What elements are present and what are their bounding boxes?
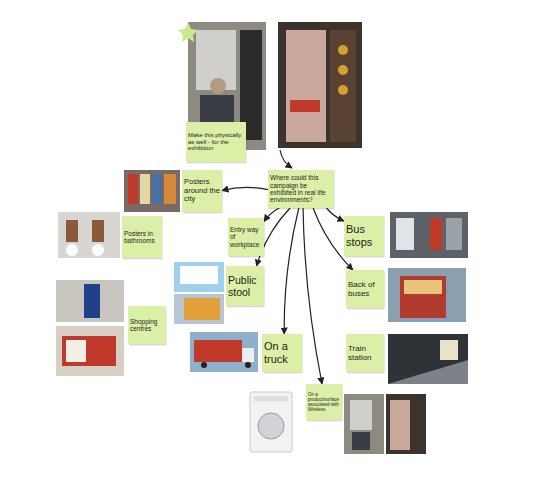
product-photo [344, 394, 384, 454]
bathroom-poster [92, 220, 104, 242]
star-symbol [178, 22, 198, 42]
note-text: Shopping centres [130, 318, 164, 333]
sticky-note: Entry way of workplace [228, 218, 264, 256]
poster-strip [152, 174, 162, 204]
vending-item [338, 45, 348, 55]
note-text: Posters in bathrooms [124, 230, 160, 245]
wall-photo [174, 294, 224, 324]
sticky-note: Bus stops [344, 216, 384, 256]
mall-ad [66, 340, 86, 362]
shelter-ad [430, 218, 442, 250]
truck-photo [190, 332, 258, 372]
station-photo [388, 334, 468, 384]
note-text: Where could this campaign be exhibited i… [270, 174, 332, 204]
mall-screen [84, 284, 100, 318]
sticky-note: Where could this campaign be exhibited i… [268, 170, 334, 208]
station-ad [440, 340, 458, 360]
poster-strip [164, 174, 176, 204]
note-text: On a product/surface associated with Wir… [308, 392, 340, 413]
poster-strip [128, 174, 138, 204]
bus-rear [400, 276, 446, 318]
connector-arrow [303, 208, 322, 384]
vending-poster-text [290, 100, 320, 112]
bathroom-photo [58, 212, 120, 258]
connector-arrow [326, 208, 344, 221]
note-text: Back of buses [348, 280, 382, 298]
truck-cab [242, 348, 254, 362]
note-text: Bus stops [346, 223, 382, 248]
sticky-note: Back of buses [346, 270, 384, 308]
leader-arrow [280, 150, 292, 168]
connector-arrow [264, 208, 279, 221]
urinal [66, 244, 78, 256]
sticky-note: Posters around the city [182, 170, 222, 212]
note-text: Posters around the city [184, 178, 220, 204]
sticky-note: On a product/surface associated with Wir… [306, 384, 342, 420]
bus-stop-photo [390, 212, 468, 258]
note-text: Make this physically as well - for the e… [188, 132, 244, 153]
shelter-panel [396, 218, 414, 250]
note-text: Train station [348, 344, 382, 362]
note-text: Entry way of workplace [230, 226, 262, 248]
note-text: On a truck [264, 340, 300, 365]
connector-arrow [284, 208, 299, 334]
vending-poster [286, 30, 326, 142]
person-head [210, 78, 226, 94]
product-machine [350, 400, 372, 430]
wheel [201, 362, 207, 368]
sticky-note: Public stool [226, 266, 264, 306]
urinal [92, 244, 104, 256]
vending-photo [278, 22, 362, 148]
mall-stand [62, 336, 116, 366]
poster-strip [140, 174, 150, 204]
sticky-note: Shopping centres [128, 306, 166, 344]
billboard [180, 266, 218, 284]
wheel [245, 362, 251, 368]
product-photo [386, 394, 426, 454]
bus-ad [404, 280, 442, 294]
city-poster-photo [124, 170, 180, 212]
bathroom-poster [66, 220, 78, 242]
wall-ad [184, 298, 220, 320]
connector-arrow [222, 187, 268, 190]
billboard-photo [174, 262, 224, 292]
truck-box [194, 340, 242, 362]
bus-photo [388, 268, 466, 322]
vending-side [330, 30, 356, 142]
sticky-note: Make this physically as well - for the e… [186, 122, 246, 162]
vending-item [338, 85, 348, 95]
shelter-panel [446, 218, 462, 250]
sticky-note: Train station [346, 334, 384, 372]
mall-photo [56, 280, 124, 322]
platform [388, 360, 468, 384]
note-text: Public stool [228, 274, 262, 298]
person-shape [352, 432, 370, 450]
vending-item [338, 65, 348, 75]
product-poster [390, 400, 410, 450]
sticky-note: On a truck [262, 334, 302, 372]
machine-door [258, 413, 284, 439]
mall-photo [56, 326, 124, 376]
machine-panel [254, 396, 288, 401]
sticky-note: Posters in bathrooms [122, 216, 162, 258]
washing-machine [250, 392, 292, 452]
